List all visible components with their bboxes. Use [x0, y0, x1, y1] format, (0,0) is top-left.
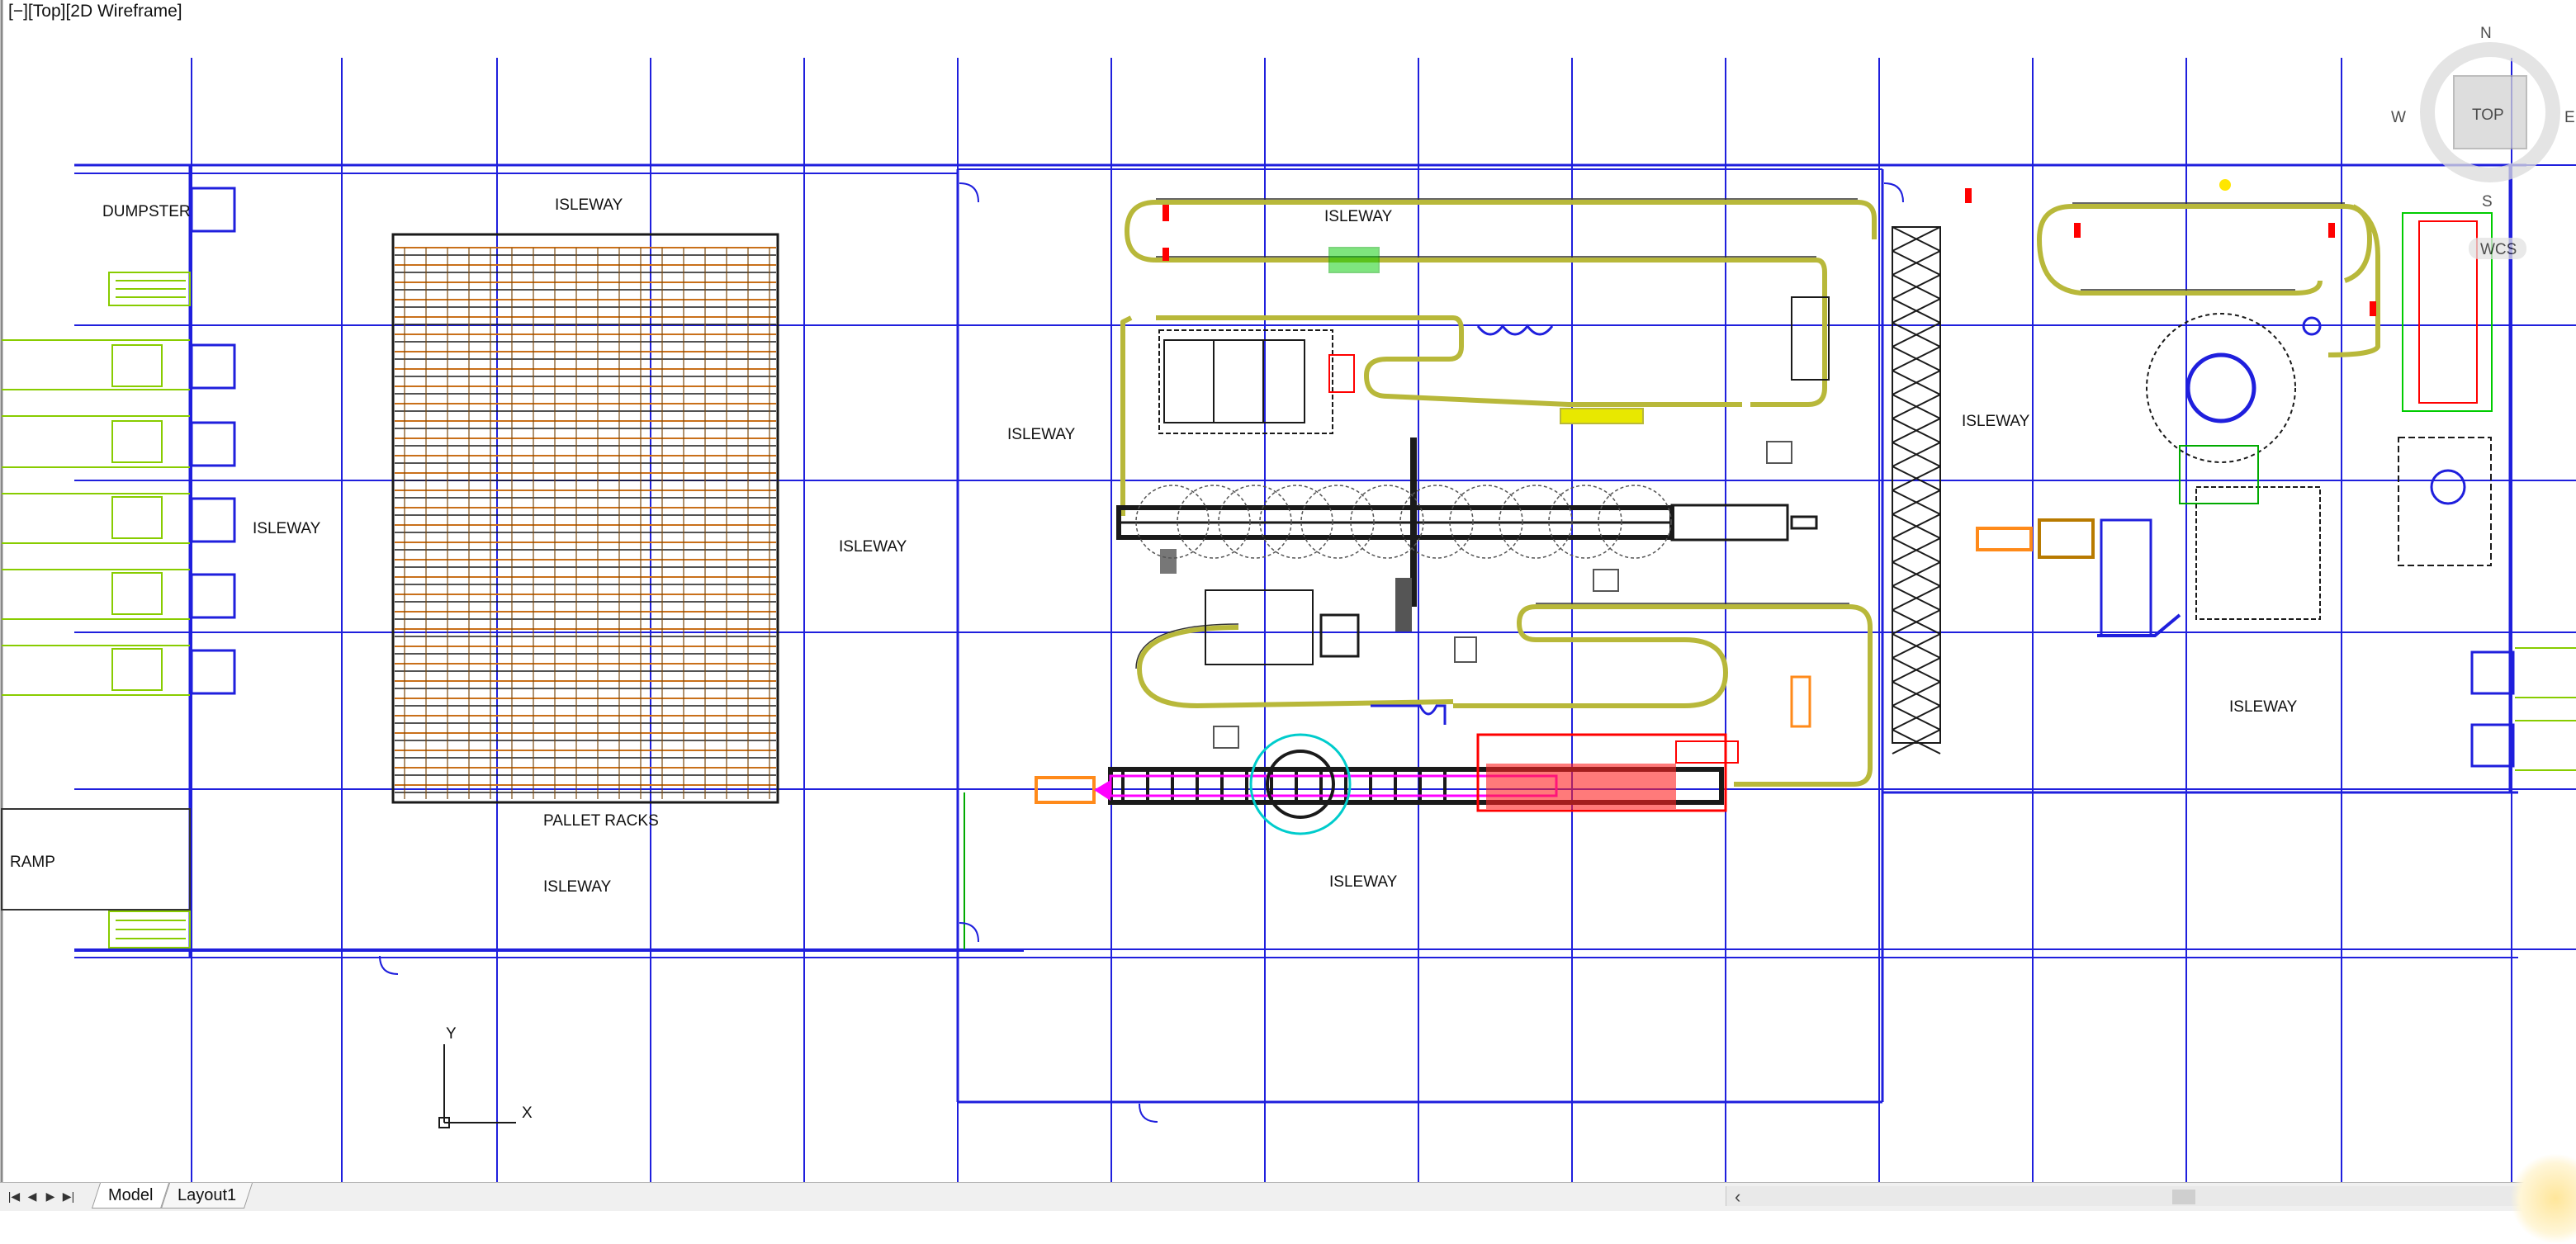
star-wheel-outline [1218, 485, 1292, 559]
tab-layout1[interactable]: Layout1 [160, 1183, 253, 1209]
star-wheel-outline [1499, 485, 1573, 559]
lattice-brace [1892, 226, 1941, 252]
label-ramp: RAMP [10, 854, 55, 871]
scroll-left-icon[interactable]: ‹ [1735, 1186, 1741, 1207]
main-filling-line [1116, 438, 1818, 631]
star-wheel-outline [1350, 485, 1424, 559]
previous-layout-button[interactable]: ◀ [27, 1189, 37, 1203]
lattice-brace [1892, 250, 1941, 276]
horizontal-scrollbar[interactable]: ‹ [1726, 1186, 2552, 1207]
label-dumpster: DUMPSTER [102, 203, 191, 220]
label-isleway-right-top: ISLEWAY [1962, 413, 2030, 430]
star-wheel-outline [1598, 485, 1672, 559]
label-isleway-right-bottom: ISLEWAY [2229, 698, 2298, 716]
lattice-brace [1892, 322, 1941, 348]
label-isleway-center-left: ISLEWAY [1007, 426, 1076, 443]
next-layout-button[interactable]: ▶ [45, 1189, 55, 1203]
viewcube-wcs-menu[interactable]: WCS [2480, 241, 2517, 258]
lattice-brace [1892, 681, 1941, 707]
label-pallet-racks: PALLET RACKS [543, 812, 659, 830]
lattice-brace [1892, 633, 1941, 659]
star-wheel-outline [1449, 485, 1523, 559]
ucs-y-label: Y [446, 1025, 457, 1043]
label-isleway-racks-top: ISLEWAY [555, 196, 623, 214]
scrollbar-thumb[interactable] [2172, 1190, 2195, 1204]
pallet-racks [391, 233, 779, 804]
conveyor-lines [1120, 200, 2380, 787]
star-wheel-outline [1177, 485, 1251, 559]
lattice-brace [1892, 418, 1941, 443]
lattice-brace [1892, 585, 1941, 611]
lattice-brace [1892, 609, 1941, 635]
label-isleway-center-bottom: ISLEWAY [1329, 873, 1398, 891]
lattice-brace [1892, 537, 1941, 563]
drawing-canvas[interactable]: DUMPSTER ISLEWAY ISLEWAY ISLEWAY PALLET … [0, 0, 2576, 1182]
lattice-brace [1892, 729, 1941, 754]
viewcube-top-face[interactable]: TOP [2472, 106, 2504, 124]
lattice-brace [1892, 490, 1941, 515]
left-dock-levelers [2, 272, 191, 948]
vertical-lattice-rack [1892, 226, 1941, 754]
label-isleway-left: ISLEWAY [253, 520, 321, 537]
ucs-icon [438, 1044, 516, 1128]
right-loading-docks [2470, 647, 2576, 771]
viewcube-south[interactable]: S [2482, 193, 2493, 210]
lattice-brace [1892, 466, 1941, 491]
first-layout-button[interactable]: |◀ [7, 1189, 21, 1203]
lattice-brace [1892, 657, 1941, 683]
mid-equipment [1158, 247, 1830, 749]
lattice-brace [1892, 561, 1941, 587]
red-markers [1163, 188, 2376, 316]
star-wheel-outline [1135, 485, 1210, 559]
viewcube-east[interactable]: E [2564, 109, 2575, 126]
lattice-brace [1892, 442, 1941, 467]
door-swings [379, 182, 1904, 1123]
star-wheel-outline [1399, 485, 1474, 559]
last-layout-button[interactable]: ▶| [62, 1189, 75, 1203]
viewcube-west[interactable]: W [2391, 109, 2406, 126]
lattice-brace [1892, 346, 1941, 371]
lower-packing-line [1035, 733, 1739, 835]
tab-model[interactable]: Model [91, 1183, 170, 1209]
viewport-controls-label[interactable]: [−][Top][2D Wireframe] [8, 2, 182, 21]
building-walls [1, 163, 2526, 1104]
lattice-brace [1892, 705, 1941, 731]
lattice-brace [1892, 274, 1941, 300]
ucs-x-label: X [522, 1104, 533, 1122]
layout-tab-bar: |◀ ◀ ▶ ▶| Model Layout1 ‹ [0, 1153, 2576, 1244]
lattice-brace [1892, 298, 1941, 324]
star-wheel-outline [1300, 485, 1375, 559]
conveyor-rails [1135, 198, 2345, 669]
right-equipment [1976, 179, 2493, 637]
label-isleway-bottom-left: ISLEWAY [543, 878, 612, 896]
lattice-brace [1892, 370, 1941, 395]
star-wheel-outline [1259, 485, 1333, 559]
lattice-brace [1892, 394, 1941, 419]
left-loading-docks [190, 187, 236, 695]
label-isleway-center-top: ISLEWAY [1324, 208, 1393, 225]
label-isleway-mid-left: ISLEWAY [839, 538, 907, 556]
star-wheel-outline [1548, 485, 1622, 559]
viewcube-north[interactable]: N [2480, 25, 2492, 42]
lattice-brace [1892, 513, 1941, 539]
viewcube[interactable]: TOP N S W E WCS [2391, 25, 2575, 259]
